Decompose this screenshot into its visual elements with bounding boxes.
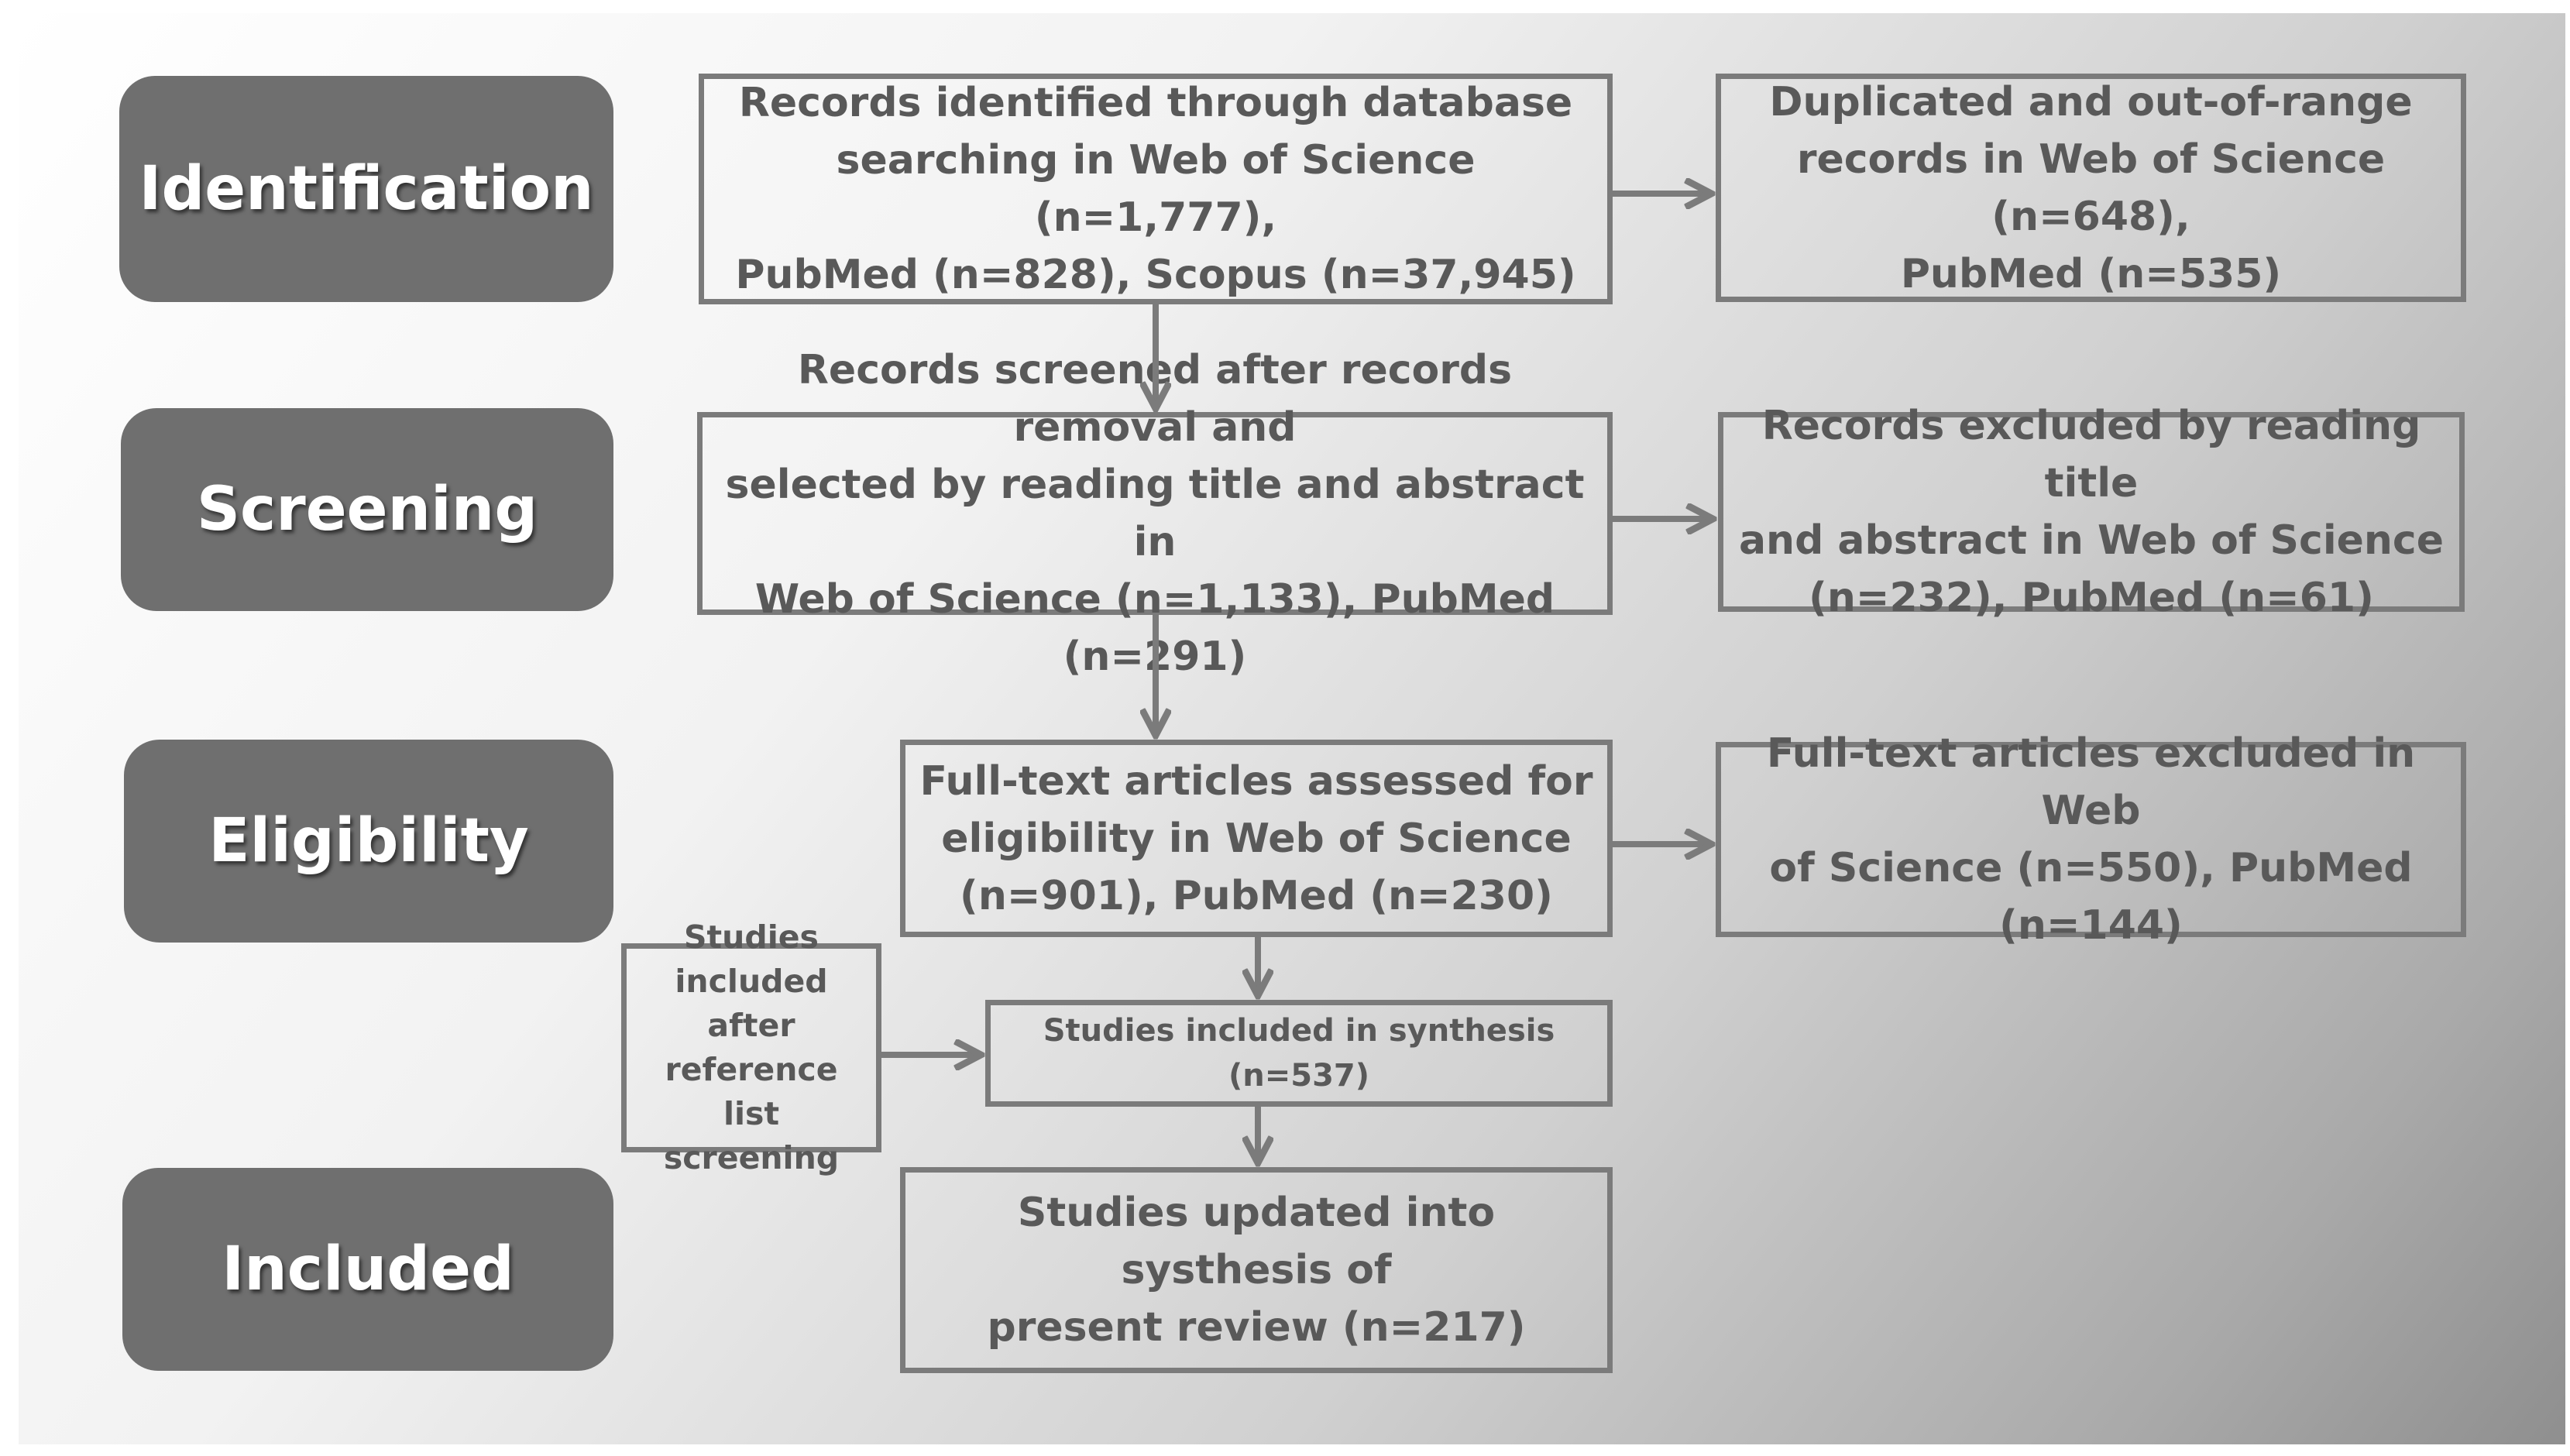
stage-identification: Identification (119, 76, 613, 302)
records-identified-box: Records identified through database sear… (699, 74, 1613, 304)
records-excluded-box: Records excluded by reading title and ab… (1718, 403, 2465, 621)
studies-synthesis-box: Studies included in synthesis (n=537) (985, 1000, 1613, 1107)
records-screened-box: Records screened after records removal a… (697, 347, 1613, 680)
studies-updated-box: Studies updated into systhesis of presen… (900, 1167, 1613, 1373)
duplicated-records-box: Duplicated and out-of-range records in W… (1716, 74, 2466, 302)
stage-eligibility: Eligibility (124, 740, 613, 943)
stage-included: Included (122, 1168, 613, 1371)
reference-list-box: Studies included after reference list sc… (621, 919, 881, 1176)
fulltext-assessed-box: Full-text articles assessed for eligibil… (900, 740, 1613, 937)
fulltext-excluded-box: Full-text articles excluded in Web of Sc… (1716, 730, 2466, 949)
stage-screening: Screening (121, 408, 613, 611)
